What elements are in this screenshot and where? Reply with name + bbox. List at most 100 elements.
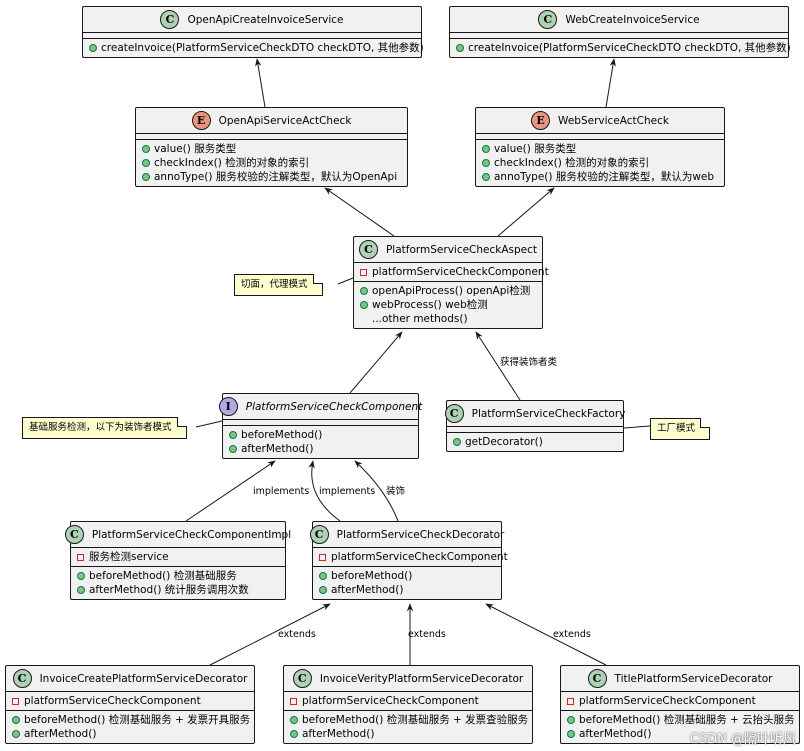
public-icon xyxy=(482,173,490,181)
methods-section: beforeMethod() 检测基础服务 + 发票查验服务 afterMeth… xyxy=(284,711,532,743)
private-icon xyxy=(12,697,19,705)
note-aspect-connector xyxy=(337,277,354,285)
public-icon xyxy=(12,730,20,738)
method: checkIndex() 检测的对象的索引 xyxy=(494,157,650,169)
class-stereotype-icon: C xyxy=(292,669,312,688)
edge-aspect-to-web-check xyxy=(497,187,555,237)
class-stereotype-icon: I xyxy=(218,397,238,416)
note-component-connector xyxy=(195,420,223,428)
method: beforeMethod() xyxy=(331,570,413,582)
public-icon xyxy=(360,301,368,309)
class-name: InvoiceCreatePlatformServiceDecorator xyxy=(39,672,248,685)
private-icon xyxy=(567,697,574,705)
public-icon xyxy=(290,716,298,724)
public-icon xyxy=(142,145,150,153)
class-name: PlatformServiceCheckComponentImpl xyxy=(91,528,292,541)
fields-section: 服务检测service xyxy=(71,548,285,567)
public-icon xyxy=(456,44,464,52)
methods-section: createInvoice(PlatformServiceCheckDTO ch… xyxy=(83,39,424,57)
class-stereotype-icon: C xyxy=(444,404,464,423)
edge-label-extends-3: extends xyxy=(553,629,591,640)
methods-section: beforeMethod() 检测基础服务 + 云抬头服务 afterMetho… xyxy=(561,711,799,743)
method: afterMethod() xyxy=(24,728,97,740)
method: ...other methods() xyxy=(372,313,468,325)
field: platformServiceCheckComponent xyxy=(372,266,549,278)
note-factory: 工厂模式 xyxy=(650,418,711,440)
public-icon xyxy=(229,431,237,439)
methods-section: beforeMethod() 检测基础服务 afterMethod() 统计服务… xyxy=(71,567,285,599)
method: afterMethod() xyxy=(241,443,314,455)
methods-section: value() 服务类型 checkIndex() 检测的对象的索引 annoT… xyxy=(476,140,724,186)
edge-decorator-decorates xyxy=(354,460,399,522)
class-stereotype-icon: C xyxy=(587,669,607,688)
class-name: PlatformServiceCheckAspect xyxy=(385,243,538,256)
public-icon xyxy=(77,586,85,594)
public-icon xyxy=(567,730,575,738)
method: openApiProcess() openApi检测 xyxy=(372,285,531,297)
edge-factory-to-aspect xyxy=(475,331,521,401)
method: afterMethod() 统计服务调用次数 xyxy=(89,584,249,596)
class-stereotype-icon: C xyxy=(309,525,329,544)
method: beforeMethod() 检测基础服务 + 发票查验服务 xyxy=(302,714,529,726)
fields-section: platformServiceCheckComponent xyxy=(6,692,254,711)
class-name: OpenApiServiceActCheck xyxy=(218,114,352,127)
class-stereotype-icon: E xyxy=(191,111,211,130)
method: createInvoice(PlatformServiceCheckDTO ch… xyxy=(468,42,791,54)
edge-web-check-to-create xyxy=(605,58,616,108)
class-name: InvoiceVerityPlatformServiceDecorator xyxy=(319,672,524,685)
field: platformServiceCheckComponent xyxy=(579,695,756,707)
private-icon xyxy=(319,553,326,561)
methods-section: beforeMethod() afterMethod() xyxy=(313,567,501,599)
class-stereotype-icon: E xyxy=(531,111,551,130)
method: annoType() 服务校验的注解类型，默认为OpenApi xyxy=(154,171,398,183)
public-icon xyxy=(142,173,150,181)
fields-section xyxy=(447,427,623,433)
method: beforeMethod() 检测基础服务 + 云抬头服务 xyxy=(579,714,795,726)
class-name: WebCreateInvoiceService xyxy=(565,13,700,26)
methods-section: beforeMethod() 检测基础服务 + 发票开具服务 afterMeth… xyxy=(6,711,254,743)
edge-component-to-aspect xyxy=(349,331,403,394)
class-stereotype-icon: C xyxy=(64,525,84,544)
method: createInvoice(PlatformServiceCheckDTO ch… xyxy=(101,42,424,54)
fields-section xyxy=(223,420,418,426)
edge-label-impl-implements: implements xyxy=(253,486,310,497)
class-name: TitlePlatformServiceDecorator xyxy=(614,672,773,685)
fields-section xyxy=(136,134,407,140)
methods-section: createInvoice(PlatformServiceCheckDTO ch… xyxy=(450,39,791,57)
private-icon xyxy=(77,553,84,561)
fields-section: platformServiceCheckComponent xyxy=(284,692,532,711)
public-icon xyxy=(89,44,97,52)
edge-label-extends-1: extends xyxy=(278,629,316,640)
public-icon xyxy=(142,159,150,167)
edge-label-factory-to-aspect: 获得装饰者类 xyxy=(500,357,558,368)
private-icon xyxy=(290,697,297,705)
method: value() 服务类型 xyxy=(154,143,237,155)
note-aspect: 切面，代理模式 xyxy=(234,274,323,296)
method: afterMethod() xyxy=(302,728,375,740)
method: annoType() 服务校验的注解类型，默认为web xyxy=(494,171,715,183)
class-stereotype-icon: C xyxy=(358,240,378,259)
edge-label-extends-2: extends xyxy=(408,629,446,640)
public-icon xyxy=(319,572,327,580)
fields-section xyxy=(83,33,421,39)
public-icon xyxy=(482,159,490,167)
field: platformServiceCheckComponent xyxy=(331,551,508,563)
edge-decorator-implements xyxy=(308,460,341,522)
fields-section xyxy=(450,33,788,39)
note-component: 基础服务检测，以下为装饰者模式 xyxy=(22,417,187,439)
note-factory-connector xyxy=(623,425,651,429)
method: beforeMethod() 检测基础服务 + 发票开具服务 xyxy=(24,714,251,726)
class-invoice-verity-platform-service-decorator: C InvoiceVerityPlatformServiceDecorator p… xyxy=(283,665,533,744)
public-icon xyxy=(319,586,327,594)
public-icon xyxy=(360,287,368,295)
field: 服务检测service xyxy=(89,551,169,563)
class-stereotype-icon: C xyxy=(160,10,180,29)
methods-section: getDecorator() xyxy=(447,433,623,451)
fields-section: platformServiceCheckComponent xyxy=(313,548,508,567)
